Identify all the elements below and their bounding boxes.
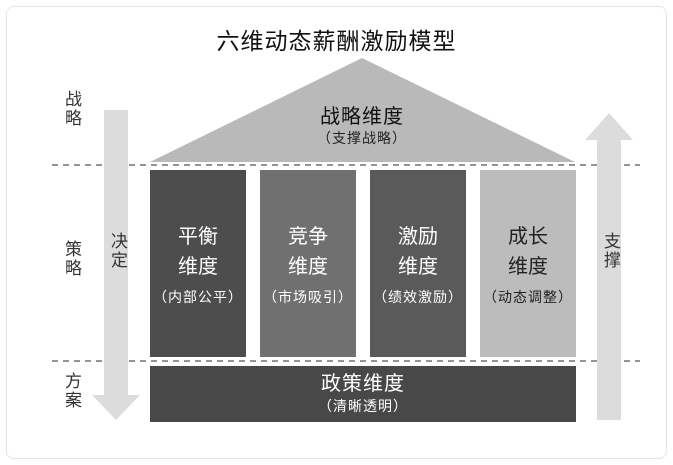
roof-triangle [150,58,575,162]
pillar-line2: 维度 [508,253,548,278]
pillar-balance: 平衡 维度 （内部公平） [150,170,246,357]
left-label-plan: 方案 [61,372,81,410]
diagram-title: 六维动态薪酬激励模型 [216,29,457,55]
roof-label: 战略维度 [320,104,404,128]
pillar-line1: 成长 [508,223,548,248]
pillar-sub: （内部公平） [153,289,243,306]
left-arrow-label: 决定 [107,232,127,270]
pillar-line1: 竞争 [288,223,328,248]
left-label-tactics: 策略 [61,240,81,278]
pillar-line2: 维度 [288,253,328,278]
pillar-line1: 激励 [398,223,438,248]
pillar-line2: 维度 [178,253,218,278]
pillar-competition: 竞争 维度 （市场吸引） [260,170,356,357]
down-arrow [92,110,140,420]
base-sub-label: （清晰透明） [318,399,408,415]
pillar-incentive: 激励 维度 （绩效激励） [370,170,466,357]
pillar-sub: （市场吸引） [263,289,353,306]
pillar-growth: 成长 维度 （动态调整） [480,170,576,357]
left-label-strategy: 战略 [61,90,81,128]
base-label: 政策维度 [321,371,405,395]
pillar-line1: 平衡 [178,223,218,248]
roof-sub-label: （支撑战略） [317,131,407,147]
right-arrow-label: 支撑 [600,232,620,270]
pillar-line2: 维度 [398,253,438,278]
base-policy: 政策维度 （清晰透明） [150,366,576,422]
pillar-sub: （绩效激励） [373,289,463,306]
pillar-sub: （动态调整） [483,289,573,306]
up-arrow [585,113,633,420]
